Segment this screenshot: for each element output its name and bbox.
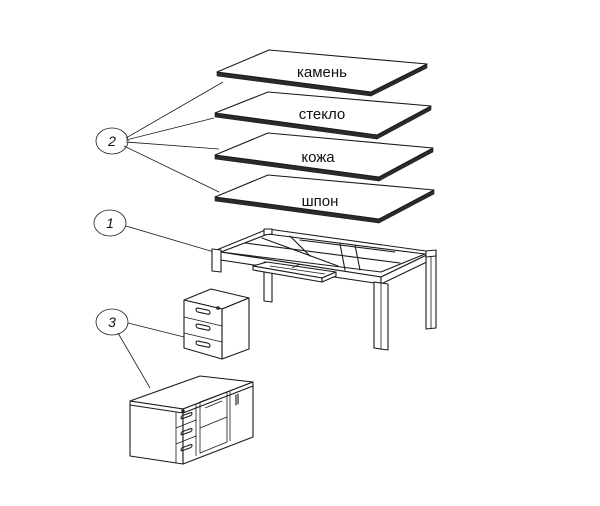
- callout-2-number: 2: [107, 133, 116, 149]
- callout-3: 3: [95, 308, 185, 389]
- callout-3-number: 3: [108, 314, 116, 330]
- panel-label-glass: стекло: [299, 106, 346, 123]
- callout-2: 2: [95, 81, 224, 193]
- panel-veneer: шпон: [214, 174, 435, 224]
- credenza: [129, 375, 254, 465]
- drawer-pedestal: [183, 288, 250, 360]
- callout-1: 1: [93, 209, 215, 253]
- panel-glass: стекло: [214, 91, 432, 140]
- desk-frame: [211, 228, 437, 351]
- panel-label-leather: кожа: [301, 149, 335, 166]
- panel-leather: кожа: [214, 132, 434, 182]
- callout-1-number: 1: [106, 215, 114, 231]
- panel-label-veneer: шпон: [302, 193, 339, 210]
- panel-stone: камень: [216, 49, 428, 97]
- panel-label-stone: камень: [297, 64, 347, 81]
